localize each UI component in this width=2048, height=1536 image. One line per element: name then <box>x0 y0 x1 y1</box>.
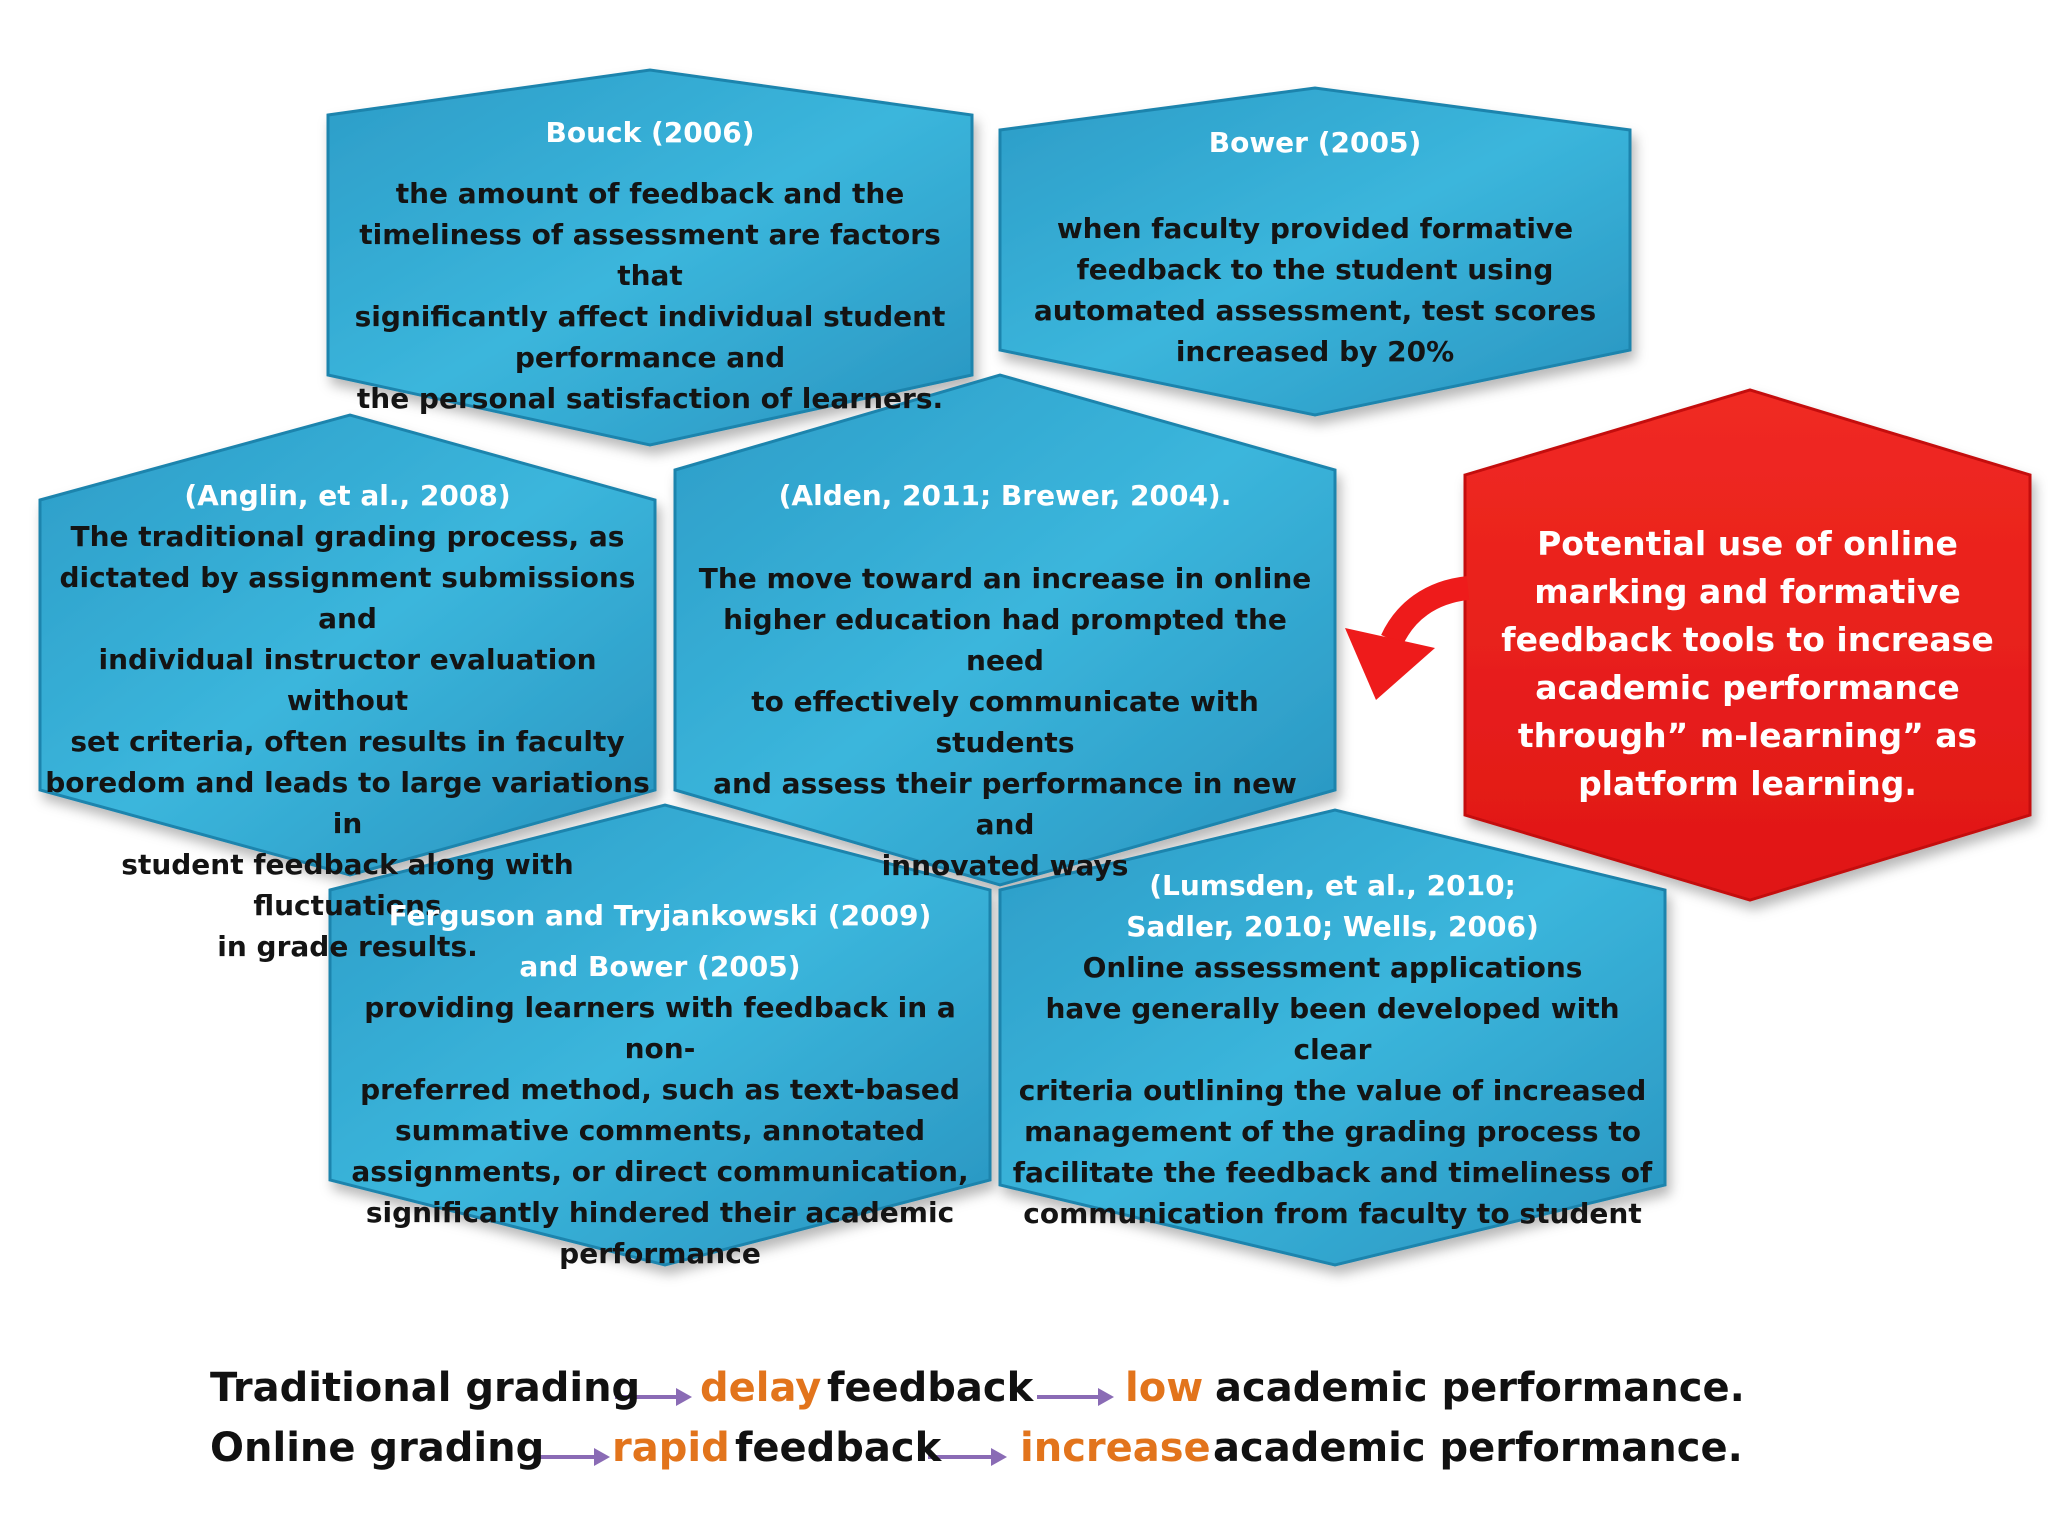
hexagon-alden-text: (Alden, 2011; Brewer, 2004). The move to… <box>680 475 1330 886</box>
summary-arrow-2 <box>1037 1388 1114 1406</box>
ferguson-line: summative comments, annotated <box>394 1114 926 1147</box>
citation-lumsden: Sadler, 2010; Wells, 2006) <box>1126 910 1539 943</box>
summary-traditional-low: low <box>1125 1365 1204 1411</box>
hexagon-bouck-text: Bouck (2006) the amount of feedback and … <box>340 112 960 419</box>
summary-traditional-end: academic performance. <box>1215 1365 1745 1411</box>
bower-line: feedback to the student using <box>1076 253 1554 286</box>
summary-arrow-4 <box>928 1448 1007 1466</box>
hexagon-anglin <box>38 413 657 877</box>
ferguson-line: assignments, or direct communication, <box>351 1155 969 1188</box>
alden-line: to effectively communicate with students <box>751 685 1259 759</box>
lumsden-line: facilitate the feedback and timeliness o… <box>1012 1156 1653 1189</box>
anglin-line: boredom and leads to large variations in <box>45 766 650 840</box>
alden-line: and assess their performance in new and <box>713 767 1297 841</box>
alden-line: higher education had prompted the need <box>723 603 1287 677</box>
lumsden-line: communication from faculty to student <box>1023 1197 1642 1230</box>
summary-online-feedback: feedback <box>735 1425 942 1471</box>
lumsden-line: have generally been developed with clear <box>1045 992 1620 1066</box>
potential-use-line: marking and formative <box>1534 572 1961 611</box>
bouck-line: the personal satisfaction of learners. <box>356 382 944 415</box>
bouck-line: performance and <box>514 341 786 374</box>
lumsden-line: Online assessment applications <box>1082 951 1583 984</box>
alden-line: innovated ways <box>881 849 1129 882</box>
curved-arrow <box>1381 576 1470 646</box>
citation-bower: Bower (2005) <box>1208 126 1422 159</box>
hexagon-potential-use <box>1463 388 2032 902</box>
summary-online-rapid: rapid <box>612 1425 730 1471</box>
citation-alden: (Alden, 2011; Brewer, 2004). <box>778 479 1232 512</box>
summary-arrow-3 <box>533 1448 610 1466</box>
summary-traditional-feedback: feedback <box>827 1365 1034 1411</box>
potential-use-text: Potential use of online marking and form… <box>1470 520 2025 808</box>
potential-use-line: platform learning. <box>1578 764 1917 803</box>
bouck-line: significantly affect individual student <box>354 300 946 333</box>
bouck-line: timeliness of assessment are factors tha… <box>359 218 941 292</box>
citation-anglin: (Anglin, et al., 2008) <box>184 479 511 512</box>
anglin-line: dictated by assignment submissions and <box>59 561 636 635</box>
anglin-line: The traditional grading process, as <box>70 520 625 553</box>
hexagon-bower-text: Bower (2005) when faculty provided forma… <box>1010 122 1620 372</box>
hexagon-lumsden-text: (Lumsden, et al., 2010; Sadler, 2010; We… <box>1005 865 1660 1234</box>
citation-lumsden: (Lumsden, et al., 2010; <box>1149 869 1516 902</box>
summary-online-start: Online grading <box>210 1425 545 1471</box>
ferguson-line: performance <box>559 1237 761 1270</box>
hexagon-ferguson-text: Ferguson and Tryjankowski (2009) and Bow… <box>335 895 985 1274</box>
hexagon-bouck <box>326 68 974 447</box>
bower-line: when faculty provided formative <box>1056 212 1574 245</box>
summary-traditional-start: Traditional grading <box>210 1365 641 1411</box>
potential-use-line: Potential use of online <box>1537 524 1958 563</box>
potential-use-line: academic performance <box>1535 668 1960 707</box>
citation-ferguson: and Bower (2005) <box>519 950 801 983</box>
lumsden-line: criteria outlining the value of increase… <box>1018 1074 1647 1107</box>
summary-online-increase: increase <box>1020 1425 1211 1471</box>
anglin-line: student feedback along with fluctuations <box>121 848 574 922</box>
hexagon-anglin-text: (Anglin, et al., 2008) The traditional g… <box>40 475 655 967</box>
summary-traditional-delay: delay <box>700 1365 822 1411</box>
bower-line: increased by 20% <box>1175 335 1455 368</box>
hexagon-ferguson <box>328 803 992 1267</box>
summary-online-end: academic performance. <box>1213 1425 1743 1471</box>
ferguson-line: providing learners with feedback in a no… <box>364 991 956 1065</box>
citation-bouck: Bouck (2006) <box>545 116 755 149</box>
ferguson-line: significantly hindered their academic <box>365 1196 955 1229</box>
potential-use-line: through” m-learning” as <box>1517 716 1978 755</box>
bower-line: automated assessment, test scores <box>1033 294 1597 327</box>
ferguson-line: preferred method, such as text-based <box>360 1073 960 1106</box>
anglin-line: individual instructor evaluation without <box>98 643 597 717</box>
anglin-line: set criteria, often results in faculty <box>70 725 625 758</box>
summary-arrow-1 <box>615 1388 692 1406</box>
bouck-line: the amount of feedback and the <box>395 177 905 210</box>
hexagon-lumsden <box>998 808 1667 1267</box>
hexagon-alden <box>673 373 1337 887</box>
anglin-line: in grade results. <box>217 930 478 963</box>
potential-use-line: feedback tools to increase <box>1501 620 1994 659</box>
lumsden-line: management of the grading process to <box>1024 1115 1641 1148</box>
hexagon-bower <box>998 86 1632 417</box>
alden-line: The move toward an increase in online <box>698 562 1312 595</box>
citation-ferguson: Ferguson and Tryjankowski (2009) <box>388 899 932 932</box>
curved-arrow-head <box>1345 628 1435 700</box>
